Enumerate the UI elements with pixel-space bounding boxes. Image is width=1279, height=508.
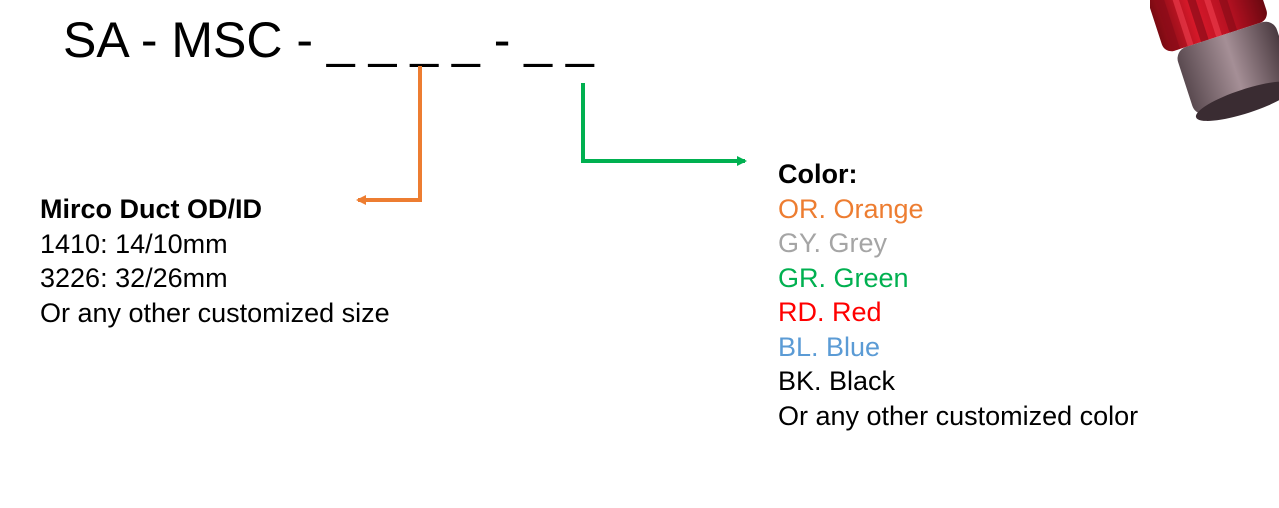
color-option-orange: OR. Orange <box>778 193 924 224</box>
size-arrow <box>356 66 422 205</box>
duct-connector-photo-icon <box>1150 0 1279 121</box>
part-number-code: SA - MSC - _ _ _ _ - _ _ <box>63 12 594 68</box>
color-arrow <box>581 83 747 166</box>
duct-size-option: Or any other customized size <box>40 297 390 328</box>
color-option-grey: GY. Grey <box>778 228 888 258</box>
duct-size-heading: Mirco Duct OD/ID <box>40 194 263 224</box>
duct-size-option: 3226: 32/26mm <box>40 263 228 293</box>
color-option-custom: Or any other customized color <box>778 400 1139 431</box>
duct-size-option: 1410: 14/10mm <box>40 228 228 259</box>
color-options-block: Color: OR. Orange GY. Grey GR. Green RD.… <box>778 157 1138 433</box>
color-heading: Color: <box>778 159 858 189</box>
color-option-blue: BL. Blue <box>778 331 881 362</box>
color-option-black: BK. Black <box>778 366 896 396</box>
duct-size-block: Mirco Duct OD/ID 1410: 14/10mm 3226: 32/… <box>40 192 440 330</box>
color-option-green: GR. Green <box>778 262 909 293</box>
color-option-red: RD. Red <box>778 297 882 327</box>
